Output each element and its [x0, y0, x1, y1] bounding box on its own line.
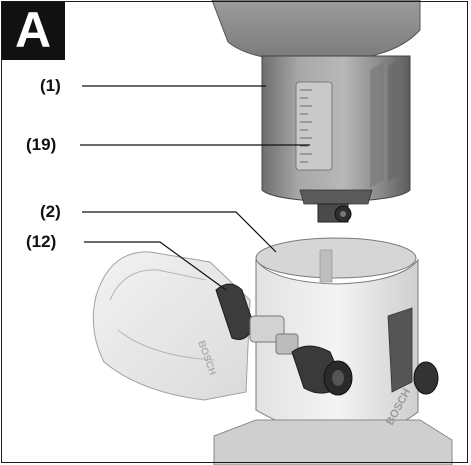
leader-lines — [80, 85, 310, 291]
locking-knob — [291, 345, 353, 396]
leader-line-2 — [82, 211, 277, 253]
depth-scale — [295, 81, 333, 171]
panel-letter-badge: A — [1, 1, 65, 60]
router-base-collar — [213, 237, 453, 465]
callout-1: (1) — [40, 76, 61, 95]
leader-line-12 — [84, 241, 227, 291]
callout-19: (19) — [26, 135, 57, 154]
motor-housing — [211, 0, 421, 223]
side-knob — [413, 361, 439, 395]
callout-2: (2) — [40, 202, 61, 221]
clamping-lever — [215, 283, 299, 355]
dust-extraction-guard — [92, 251, 251, 401]
callout-12: (12) — [26, 232, 57, 251]
